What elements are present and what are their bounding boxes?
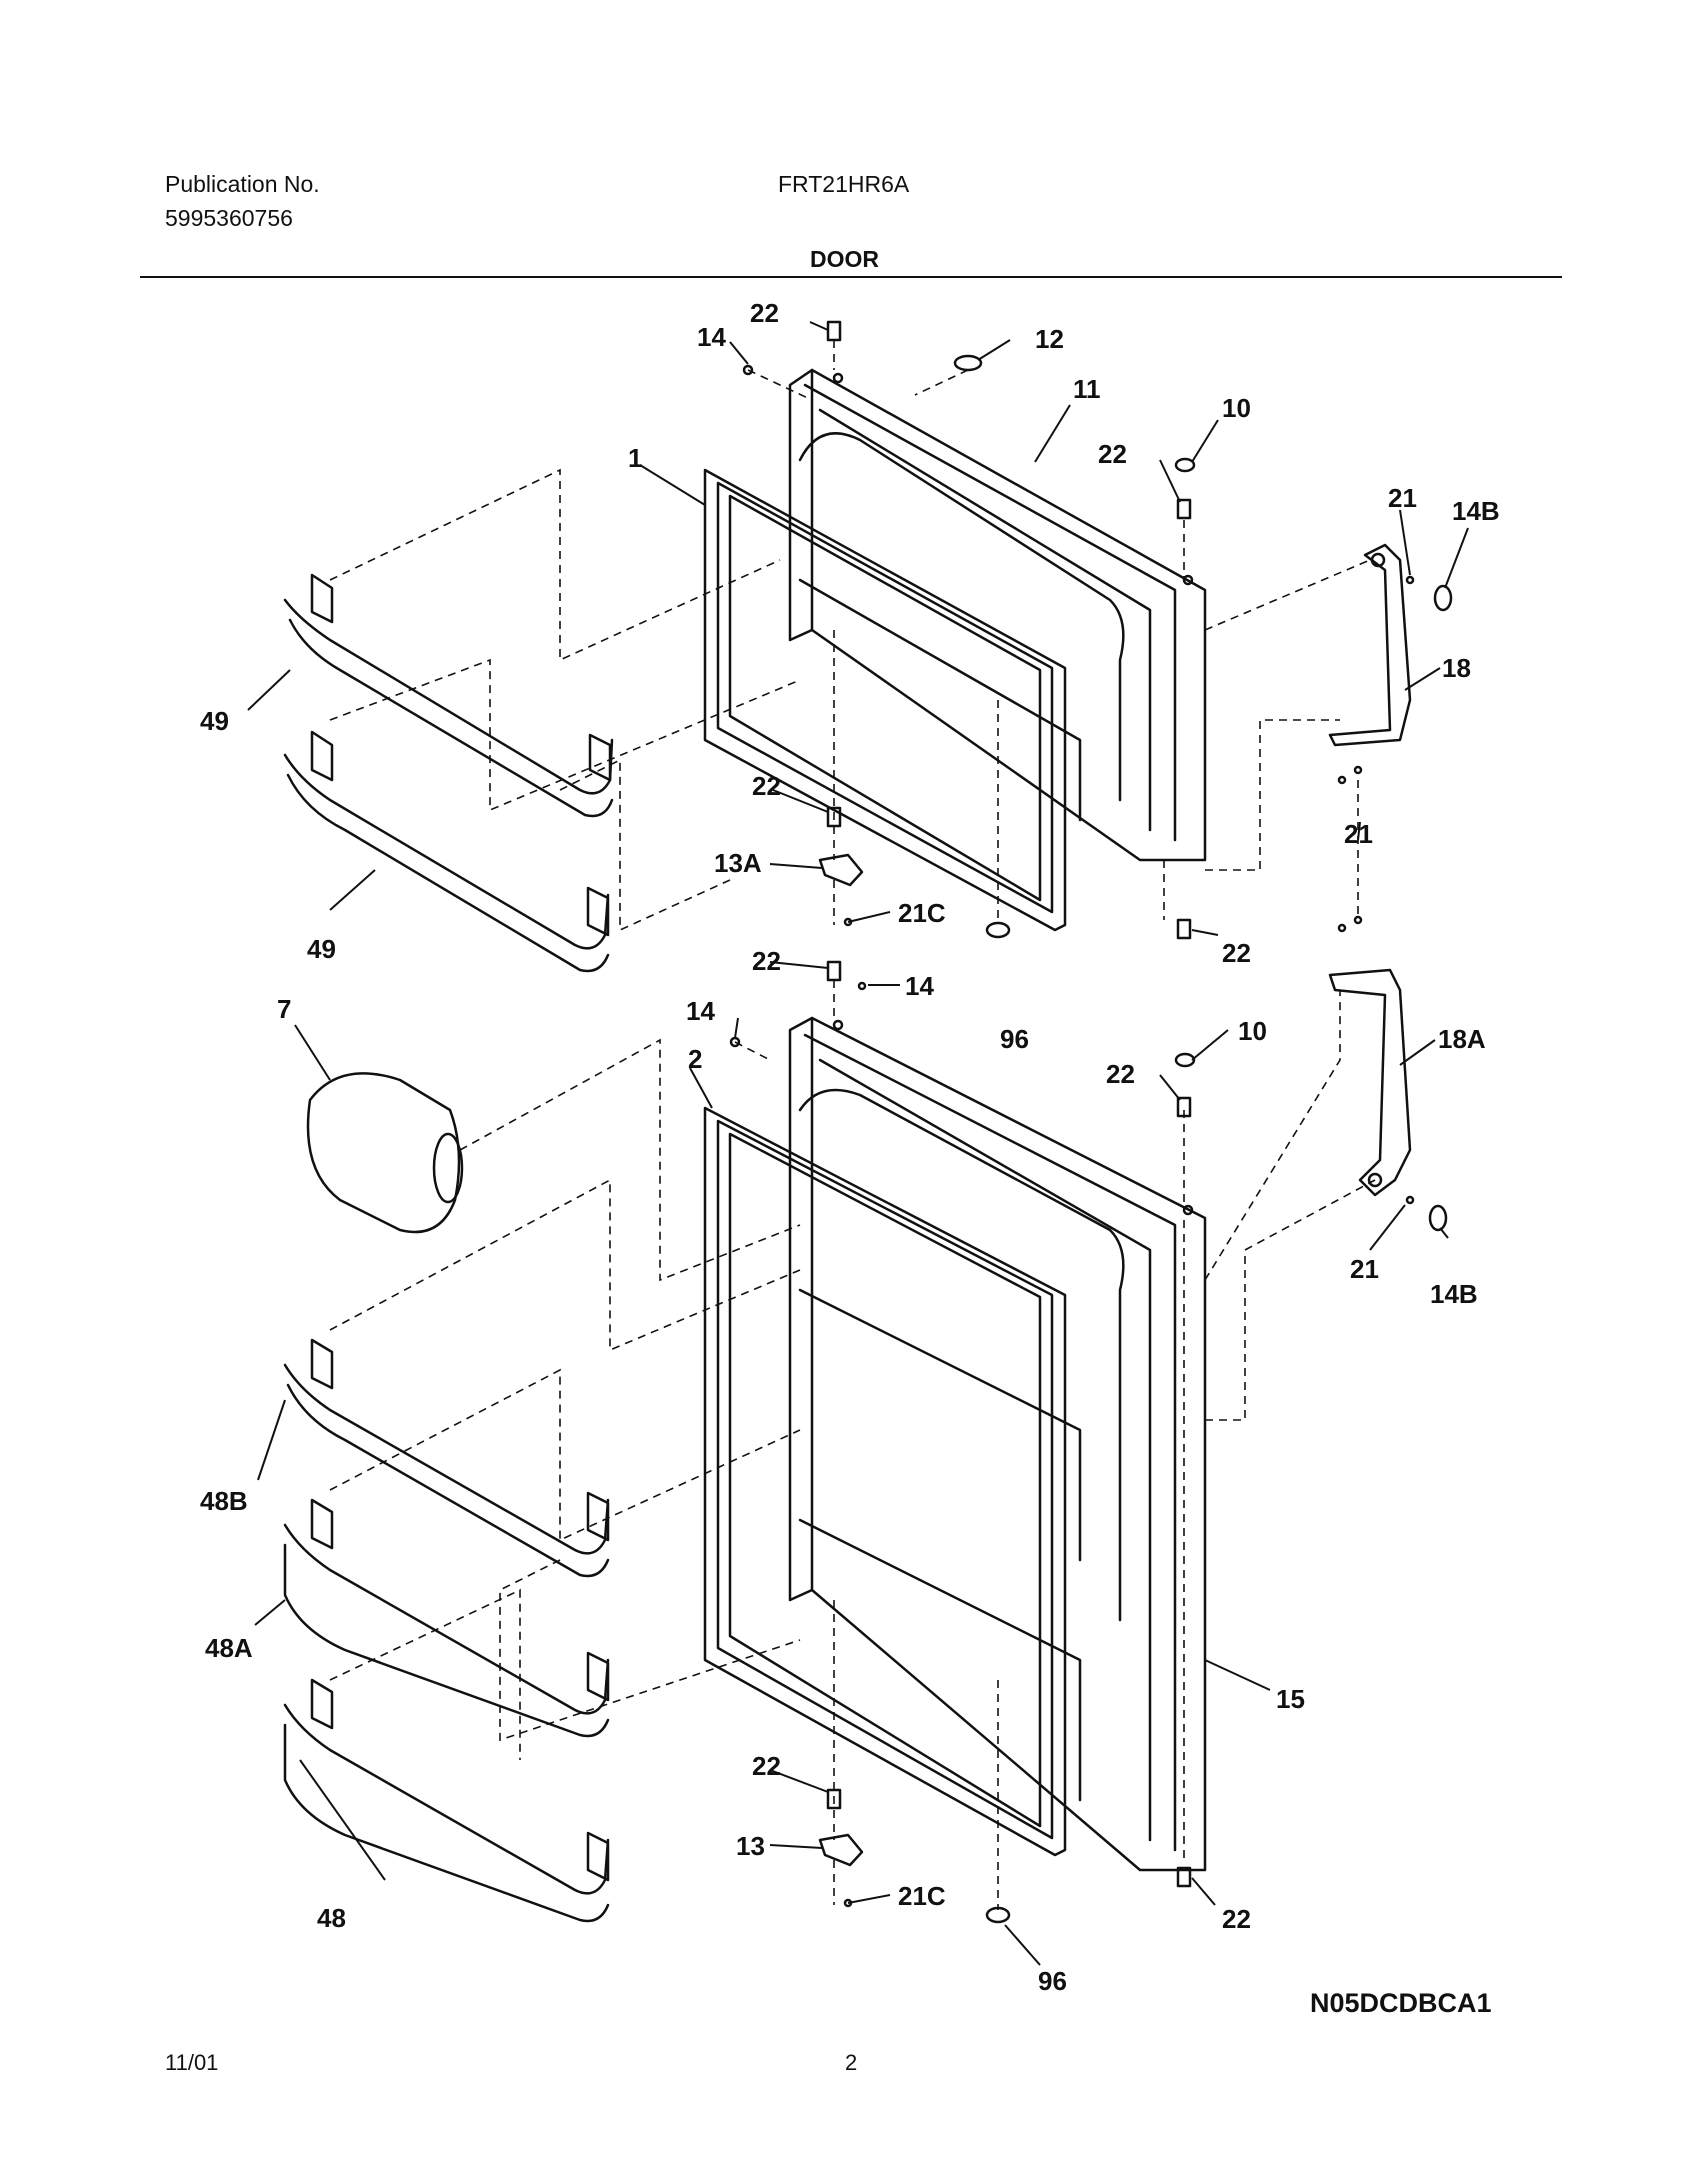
- hinge-13: [818, 1833, 864, 1867]
- callout-21: 21: [1350, 1254, 1379, 1284]
- butter-compartment-7: [306, 1072, 464, 1234]
- publication-number: 5995360756: [165, 205, 293, 231]
- callout-48: 48: [317, 1903, 346, 1933]
- top-hinge-18: [1328, 543, 1412, 747]
- callout-14: 14: [697, 322, 726, 352]
- header-rule: [140, 276, 1562, 278]
- hardware-parts: [729, 320, 1453, 1924]
- callout-49: 49: [200, 706, 229, 736]
- callout-10: 10: [1238, 1016, 1267, 1046]
- callout-48B: 48B: [200, 1486, 248, 1516]
- callout-22: 22: [1222, 1904, 1251, 1934]
- callout-22: 22: [752, 946, 781, 976]
- callout-21C: 21C: [898, 898, 946, 928]
- shelf-49-upper: [283, 573, 614, 818]
- callout-22: 22: [752, 771, 781, 801]
- callout-22: 22: [1098, 439, 1127, 469]
- callout-22: 22: [1106, 1059, 1135, 1089]
- diagram-code: N05DCDBCA1: [1310, 1988, 1492, 2018]
- callout-21: 21: [1388, 483, 1417, 513]
- fresh-food-door-gasket: [703, 1106, 1067, 1857]
- callout-1: 1: [628, 443, 642, 473]
- footer-date: 11/01: [165, 2050, 219, 2075]
- callout-96: 96: [1000, 1024, 1029, 1054]
- callout-21: 21: [1344, 819, 1373, 849]
- shelf-48: [283, 1678, 610, 1923]
- callout-12: 12: [1035, 324, 1064, 354]
- callout-22: 22: [752, 1751, 781, 1781]
- callout-96: 96: [1038, 1966, 1067, 1996]
- hinge-13A: [818, 853, 864, 887]
- callout-2: 2: [688, 1044, 702, 1074]
- footer-page-number: 2: [845, 2050, 858, 2075]
- callout-22: 22: [750, 298, 779, 328]
- fresh-food-door-outer-panel: [788, 1016, 1207, 1872]
- callout-14: 14: [905, 971, 934, 1001]
- callout-10: 10: [1222, 393, 1251, 423]
- model-number: FRT21HR6A: [778, 171, 910, 197]
- callout-22: 22: [1222, 938, 1251, 968]
- callout-leader-lines: [247, 321, 1469, 1966]
- callout-48A: 48A: [205, 1633, 253, 1663]
- callout-13A: 13A: [714, 848, 762, 878]
- callout-18A: 18A: [1438, 1024, 1486, 1054]
- callout-13: 13: [736, 1831, 765, 1861]
- freezer-door-gasket: [703, 468, 1067, 932]
- center-hinge-18A: [1328, 968, 1412, 1197]
- callout-labels: 22 14 12 11 10 22 1 21 14B 18 49 49 22 1…: [200, 298, 1500, 1996]
- callout-7: 7: [277, 994, 291, 1024]
- callout-21C: 21C: [898, 1881, 946, 1911]
- callout-14: 14: [686, 996, 715, 1026]
- publication-label: Publication No.: [165, 171, 320, 197]
- shelf-48B: [283, 1338, 610, 1578]
- section-title: DOOR: [810, 246, 879, 272]
- callout-15: 15: [1276, 1684, 1305, 1714]
- callout-14B: 14B: [1452, 496, 1500, 526]
- callout-14B: 14B: [1430, 1279, 1478, 1309]
- callout-18: 18: [1442, 653, 1471, 683]
- freezer-door-outer-panel: [788, 368, 1207, 862]
- callout-49: 49: [307, 934, 336, 964]
- assembly-guide-lines: [329, 340, 1376, 1910]
- callout-11: 11: [1073, 374, 1101, 404]
- shelf-49-lower: [283, 730, 610, 973]
